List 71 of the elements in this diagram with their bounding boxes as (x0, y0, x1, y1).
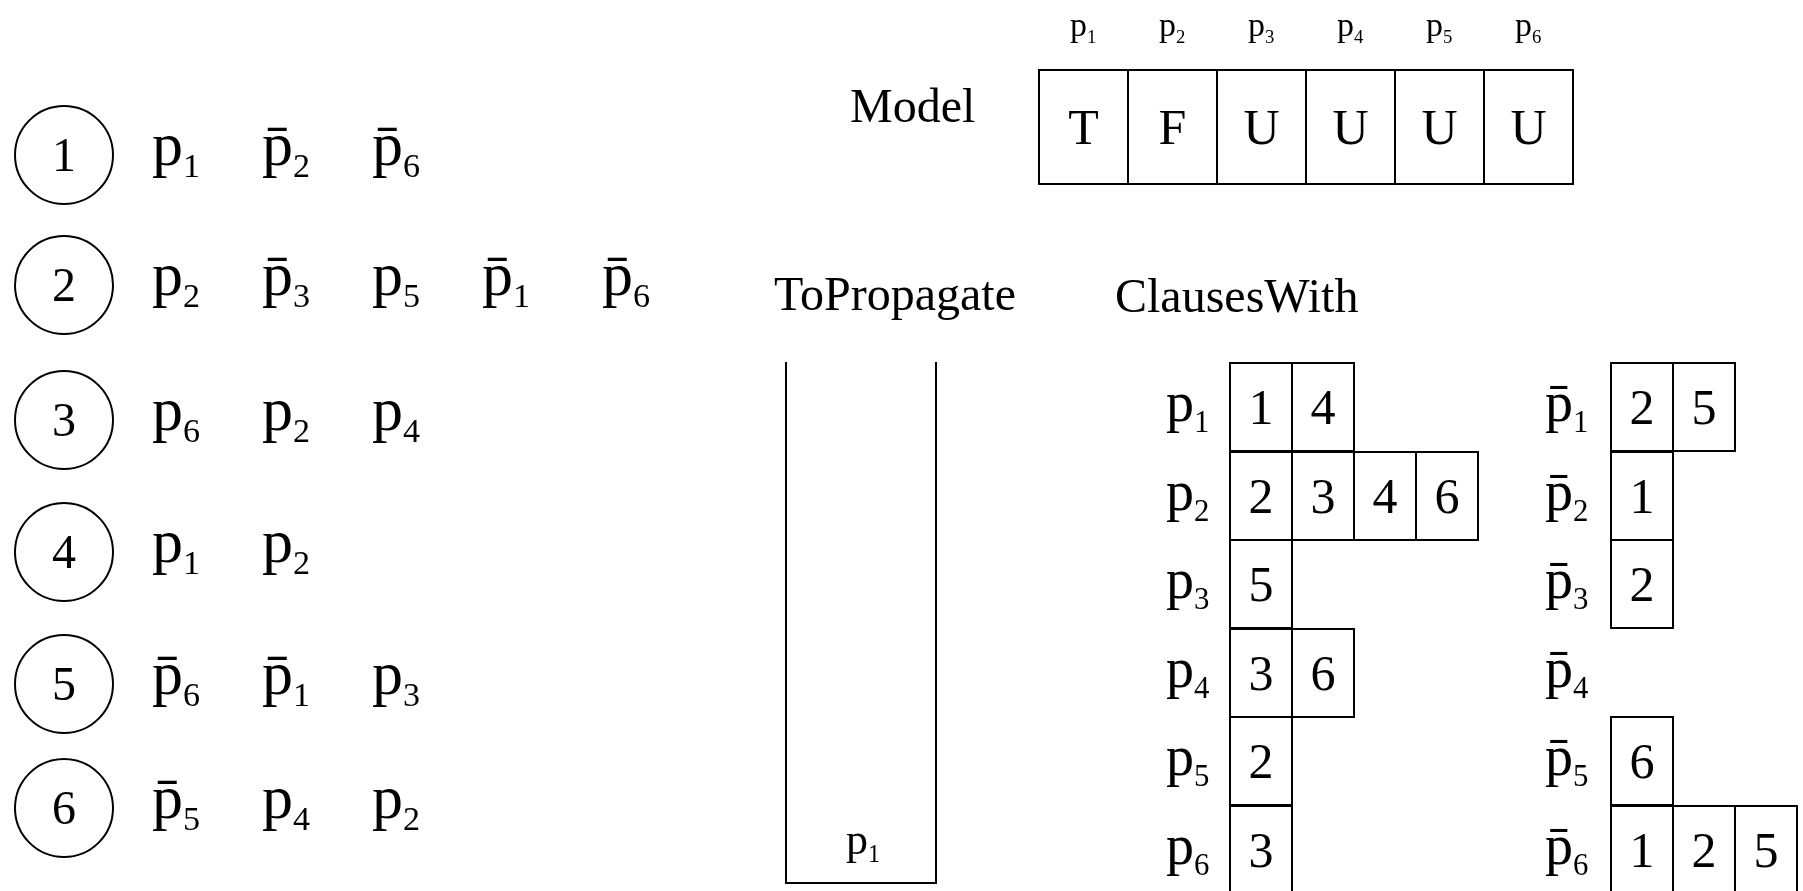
literal: p$_{4}$ (262, 766, 311, 836)
numbered-circle: 5 (14, 634, 114, 734)
table-cell: U (1216, 69, 1307, 185)
literal: p$_{2}$ (262, 378, 311, 448)
table-cell: 1 (1229, 362, 1293, 452)
literal: p̄$_{6}$ (372, 113, 421, 183)
table-cell: 2 (1610, 362, 1674, 452)
column-header: p$_{1}$ (1070, 8, 1097, 47)
row-label: p̄$_{1}$ (1545, 374, 1589, 438)
table-cell: 1 (1610, 451, 1674, 541)
column-header: p$_{6}$ (1515, 8, 1542, 47)
literal: p̄$_{5}$ (152, 766, 201, 836)
literal: p̄$_{1}$ (482, 243, 531, 313)
table-cell: F (1127, 69, 1218, 185)
literal: p̄$_{6}$ (152, 642, 201, 712)
table-cell: U (1394, 69, 1485, 185)
table-cell: 4 (1353, 451, 1417, 541)
table-cell: 2 (1229, 451, 1293, 541)
stack-item: p$_{1}$ (845, 818, 881, 867)
row-label: p$_{4}$ (1166, 640, 1210, 704)
row-label: p$_{5}$ (1166, 728, 1210, 792)
table-cell: 6 (1291, 628, 1355, 718)
numbered-circle: 1 (14, 105, 114, 205)
column-header: p$_{5}$ (1426, 8, 1453, 47)
table-cell: T (1038, 69, 1129, 185)
table-cell: 3 (1229, 628, 1293, 718)
row-label: p̄$_{2}$ (1545, 463, 1589, 527)
literal: p̄$_{2}$ (262, 113, 311, 183)
table-cell: 1 (1610, 805, 1674, 891)
literal: p$_{4}$ (372, 378, 421, 448)
table-cell: U (1483, 69, 1574, 185)
table-heading: ClausesWith (1115, 272, 1359, 320)
row-label: p$_{1}$ (1166, 374, 1210, 438)
literal: p$_{2}$ (372, 766, 421, 836)
literal: p̄$_{3}$ (262, 243, 311, 313)
table-cell: 5 (1672, 362, 1736, 452)
literal: p$_{3}$ (372, 642, 421, 712)
numbered-circle: 4 (14, 502, 114, 602)
table-cell: 2 (1610, 539, 1674, 629)
row-label: p$_{3}$ (1166, 551, 1210, 615)
literal: p$_{5}$ (372, 243, 421, 313)
row-label: p̄$_{6}$ (1545, 817, 1589, 881)
table-cell: 5 (1229, 539, 1293, 629)
literal: p$_{1}$ (152, 510, 201, 580)
row-label: p̄$_{3}$ (1545, 551, 1589, 615)
row-label: p$_{2}$ (1166, 463, 1210, 527)
stack-heading: ToPropagate (774, 270, 1016, 318)
table-cell: 2 (1229, 716, 1293, 806)
column-header: p$_{2}$ (1159, 8, 1186, 47)
table-cell: 6 (1610, 716, 1674, 806)
table-cell: 3 (1291, 451, 1355, 541)
table-cell: 4 (1291, 362, 1355, 452)
row-label: p$_{6}$ (1166, 817, 1210, 881)
numbered-circle: 2 (14, 235, 114, 335)
column-header: p$_{3}$ (1248, 8, 1275, 47)
literal: p$_{2}$ (152, 243, 201, 313)
table-cell: 5 (1734, 805, 1798, 891)
literal: p$_{2}$ (262, 510, 311, 580)
literal: p̄$_{1}$ (262, 642, 311, 712)
table-heading: Model (850, 82, 976, 130)
row-label: p̄$_{4}$ (1545, 640, 1589, 704)
table-cell: U (1305, 69, 1396, 185)
table-cell: 3 (1229, 805, 1293, 891)
table-cell: 6 (1415, 451, 1479, 541)
numbered-circle: 3 (14, 370, 114, 470)
literal: p$_{6}$ (152, 378, 201, 448)
column-header: p$_{4}$ (1337, 8, 1364, 47)
literal: p$_{1}$ (152, 113, 201, 183)
row-label: p̄$_{5}$ (1545, 728, 1589, 792)
numbered-circle: 6 (14, 758, 114, 858)
literal: p̄$_{6}$ (602, 243, 651, 313)
